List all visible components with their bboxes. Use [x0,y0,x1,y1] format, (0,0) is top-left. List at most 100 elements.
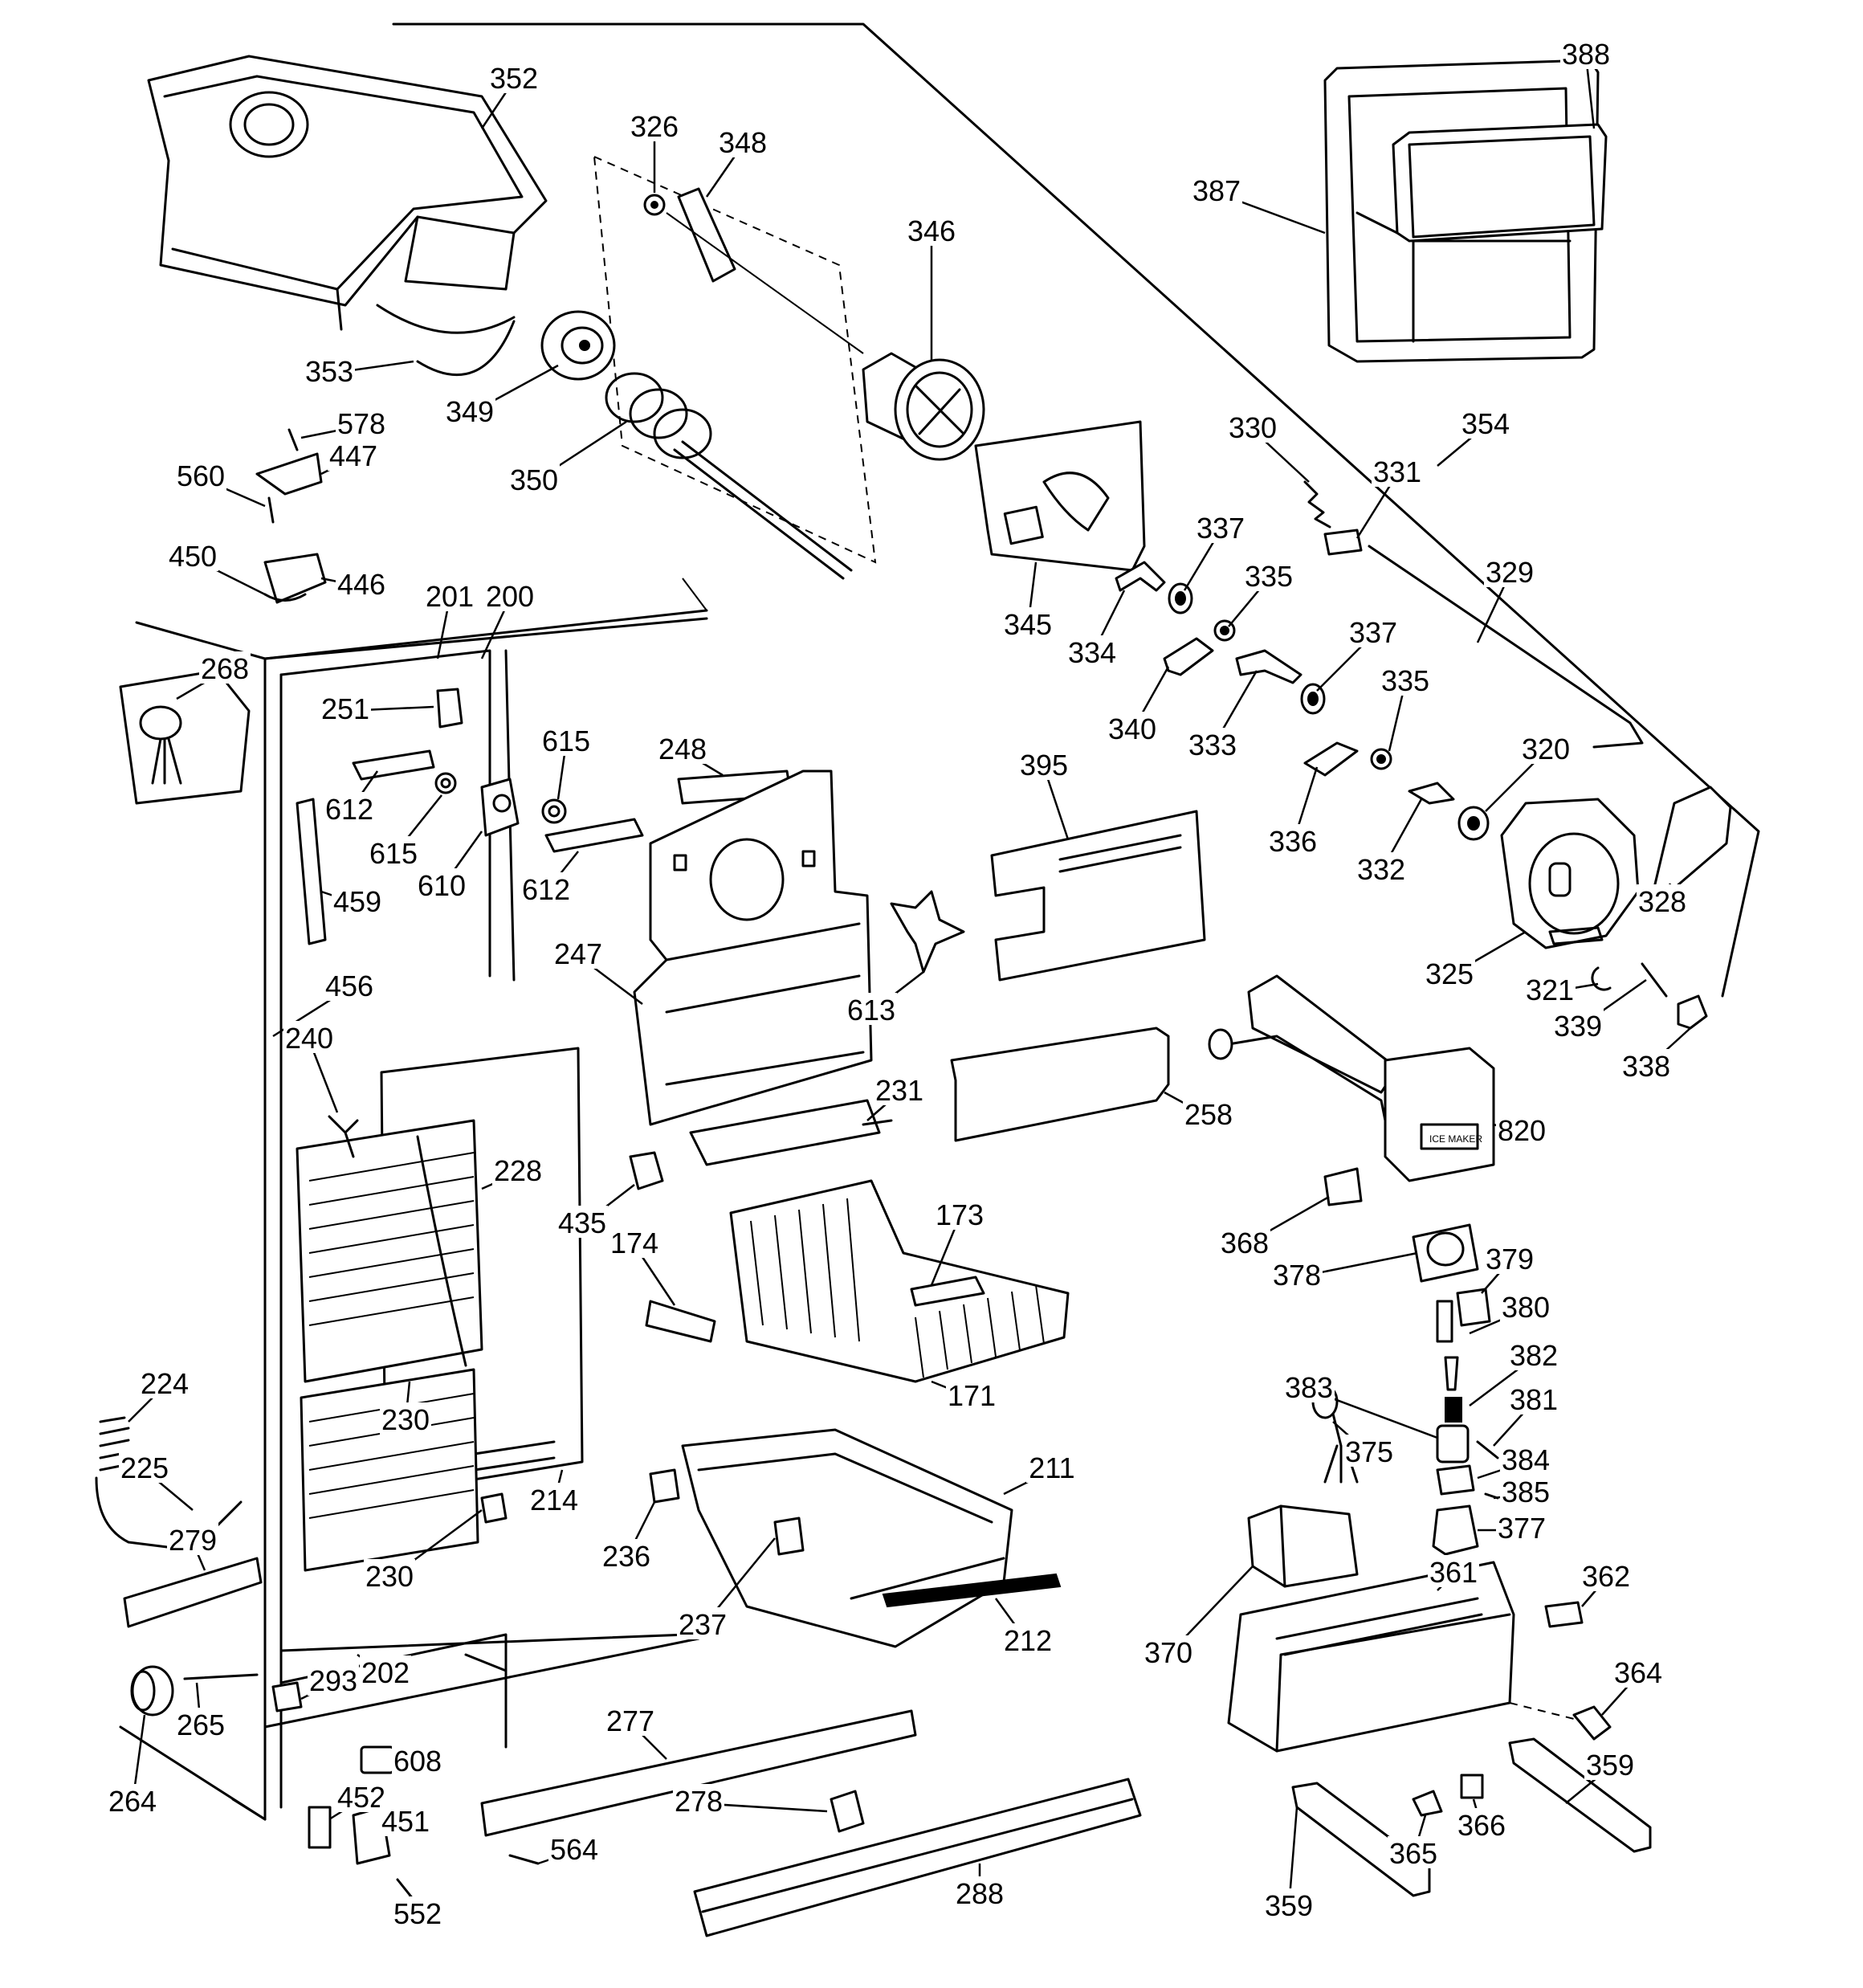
callout-bg-345 [1002,607,1054,639]
pin-381 [1476,1440,1499,1459]
light-socket-268 [119,669,251,805]
callout-bg-224 [139,1366,190,1398]
callout-bg-248 [657,732,708,764]
callout-bg-279 [167,1523,218,1555]
callout-456: 456 [325,970,373,1002]
callout-bg-333 [1187,728,1238,760]
part-608 [360,1745,395,1774]
callout-bg-329 [1484,555,1535,587]
callout-bg-174 [609,1226,660,1258]
callout-237: 237 [679,1608,727,1641]
timer-370 [1247,1504,1359,1588]
callout-bg-354 [1460,406,1511,439]
part-293 [271,1681,303,1712]
callout-328: 328 [1638,885,1686,918]
part-240 [328,1115,359,1158]
callout-365: 365 [1389,1837,1437,1870]
callout-bg-361 [1428,1555,1479,1587]
callout-459: 459 [333,885,381,918]
callout-382: 382 [1510,1339,1558,1372]
part-365 [1412,1790,1443,1817]
dashed-link-361 [1509,1702,1575,1720]
callout-330: 330 [1229,411,1277,444]
callout-bg-350 [508,463,560,495]
callout-bg-268 [199,651,251,684]
callout-bg-340 [1107,712,1158,744]
callout-bg-362 [1580,1559,1632,1591]
auger-axis [666,212,864,354]
callout-350: 350 [510,463,558,496]
screw-578 [287,428,299,451]
callout-337a: 337 [1196,512,1245,545]
callout-173: 173 [936,1198,984,1231]
callout-bg-387 [1191,173,1242,206]
tube-225 [95,1476,243,1552]
callout-bg-293 [308,1663,359,1696]
callout-bg-564 [548,1832,600,1864]
icemaker-group-boundary [392,22,1760,998]
callout-370: 370 [1144,1636,1192,1669]
callout-560: 560 [177,459,225,492]
callout-446: 446 [337,568,385,601]
wire-329 [1368,545,1644,749]
callout-331: 331 [1373,455,1421,488]
callout-387: 387 [1192,174,1241,207]
callout-bg-211 [1026,1451,1078,1483]
washer-450 [263,593,307,602]
hinge-447 [255,452,323,496]
callout-268: 268 [201,652,249,685]
callout-265: 265 [177,1708,225,1741]
callout-447: 447 [329,439,377,472]
callout-bg-225 [119,1451,170,1483]
callout-bg-446 [336,567,387,599]
callout-293: 293 [309,1664,357,1697]
gear-334 [1115,561,1166,592]
part-251 [436,688,463,729]
callout-bg-365 [1388,1836,1439,1868]
callout-228: 228 [494,1154,542,1187]
callout-352: 352 [490,62,538,95]
callout-bg-610 [416,868,467,900]
callout-362: 362 [1582,1560,1630,1593]
callout-615b: 615 [369,837,418,870]
callout-bg-456 [324,969,375,1001]
part-384 [1436,1464,1475,1496]
callout-bg-258 [1183,1097,1234,1129]
callout-bg-236 [601,1539,652,1571]
callout-174: 174 [610,1227,658,1259]
callout-bg-820 [1496,1113,1547,1145]
callout-321: 321 [1526,974,1574,1006]
callout-bg-240 [283,1021,335,1053]
callout-bg-388 [1560,37,1612,69]
handle-212 [882,1573,1062,1608]
solenoid-378 [1412,1223,1479,1283]
callout-368: 368 [1221,1227,1269,1259]
callout-320: 320 [1522,733,1570,765]
callout-bg-352 [488,61,540,93]
callout-335a: 335 [1245,560,1293,593]
plate-part [677,187,736,283]
callout-333: 333 [1188,729,1237,761]
callout-214: 214 [530,1484,578,1517]
gear-337b [1300,683,1326,715]
callout-bg-330 [1227,410,1278,443]
callout-578: 578 [337,407,385,440]
callout-bg-237 [677,1607,728,1639]
callout-264: 264 [108,1785,157,1818]
callout-231: 231 [875,1074,923,1107]
plate-452 [308,1806,332,1849]
screw-560 [267,496,275,524]
callout-212: 212 [1004,1624,1052,1657]
shield-258 [950,1027,1170,1142]
callout-361: 361 [1429,1556,1478,1589]
bracket-612b [544,818,644,853]
callout-326: 326 [630,110,679,143]
callout-820: 820 [1498,1114,1546,1147]
part-379 [1456,1288,1491,1327]
plunger-378b [1436,1300,1453,1343]
callout-bg-364 [1612,1655,1664,1688]
clip-331 [1323,529,1363,556]
bracket-377 [1432,1504,1479,1556]
callout-277: 277 [606,1704,654,1737]
